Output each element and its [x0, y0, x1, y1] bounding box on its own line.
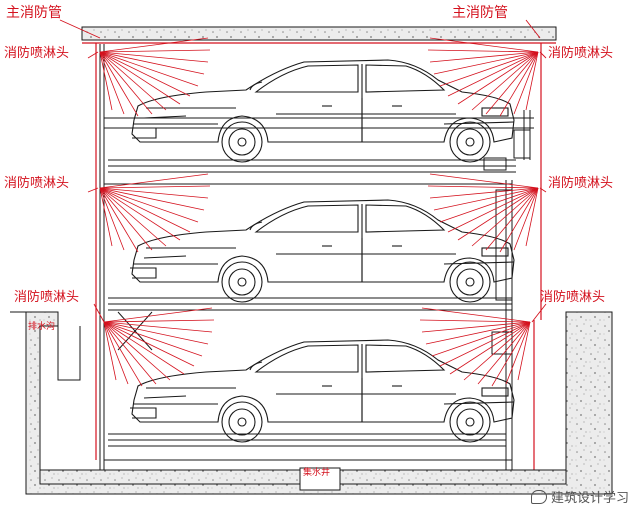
sump-label: 集水井 [303, 468, 331, 478]
drain-ditch-shape [57, 326, 81, 381]
watermark-text: 建筑设计学习 [550, 491, 629, 506]
sprinkler-head-label-left-1: 消防喷淋头 [4, 46, 70, 61]
watermark: 建筑设计学习 [530, 490, 629, 507]
sprinkler-fan-right-1 [428, 38, 538, 116]
wechat-icon [530, 490, 547, 504]
level-2-platform [104, 183, 513, 351]
top-slab [81, 26, 557, 41]
sprinkler-branch-pipes [95, 43, 542, 470]
sprinkler-fan-right-3 [420, 308, 530, 386]
sump-pit [299, 467, 341, 491]
car-level-3 [129, 339, 515, 443]
sprinkler-fan-right-2 [428, 174, 538, 252]
sprinkler-head-label-left-3: 消防喷淋头 [14, 290, 80, 305]
sprinkler-head-label-right-1: 消防喷淋头 [548, 46, 614, 61]
sprinkler-head-label-right-2: 消防喷淋头 [548, 176, 614, 191]
level-3-platform [104, 331, 513, 461]
main-fire-pipe-label-left: 主消防管 [6, 5, 62, 21]
sprinkler-head-label-right-3: 消防喷淋头 [540, 290, 606, 305]
car-level-2 [129, 199, 515, 303]
sprinkler-head-label-left-2: 消防喷淋头 [4, 176, 70, 191]
label-leaders [59, 19, 547, 323]
main-fire-pipe-label-right: 主消防管 [452, 5, 508, 21]
car-level-1 [129, 59, 515, 163]
sprinkler-fan-left-2 [99, 173, 211, 253]
level-1-platform [104, 117, 534, 173]
drain-ditch-label: 排水沟 [28, 322, 56, 332]
sprinkler-fan-left-1 [99, 37, 211, 117]
